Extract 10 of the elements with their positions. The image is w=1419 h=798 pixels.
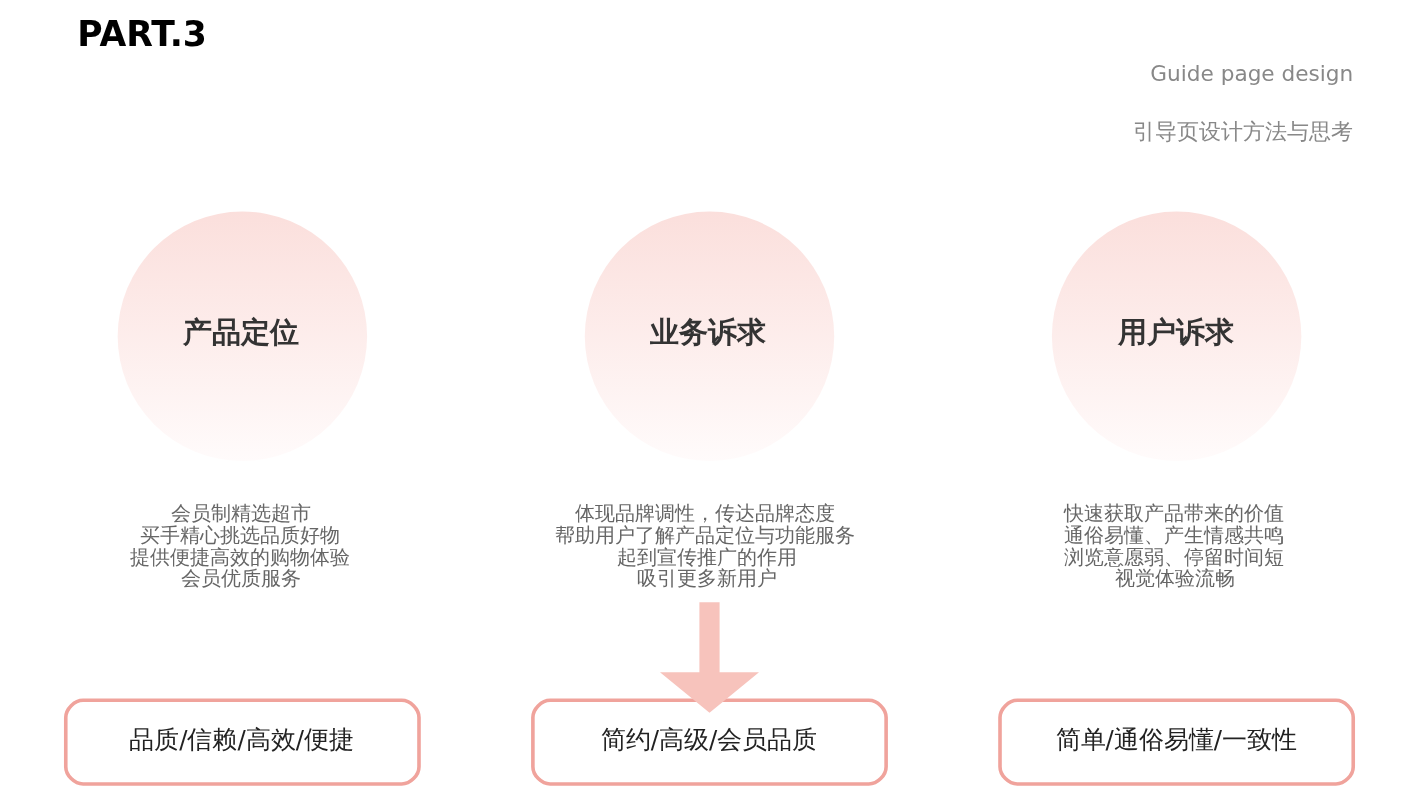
node-text: 快速获取产品带来的价值 通俗易懂、产生情感共鸣 浏览意愿弱、停留时间短 视觉体验流畅 — [1064, 501, 1285, 591]
node-text: 会员制精选超市 买手精心挑选品质好物 提供便捷高效的购物体验 会员优质服务 — [129, 501, 350, 591]
label: Guide page design — [1150, 61, 1354, 87]
diagram-title: PART.3 — [77, 14, 207, 55]
node-box: 简约/高级/会员品质 — [531, 698, 888, 786]
node-box: 品质/信赖/高效/便捷 — [63, 698, 421, 786]
node-text: 体现品牌调性，传达品牌态度 帮助用户了解产品定位与功能服务 起到宣传推广的作用 吸引更多新用户 — [555, 501, 856, 591]
node-box: 简单/通俗易懂/一致性 — [998, 698, 1356, 786]
arrow — [660, 602, 759, 713]
label: 引导页设计方法与思考 — [1133, 118, 1354, 144]
